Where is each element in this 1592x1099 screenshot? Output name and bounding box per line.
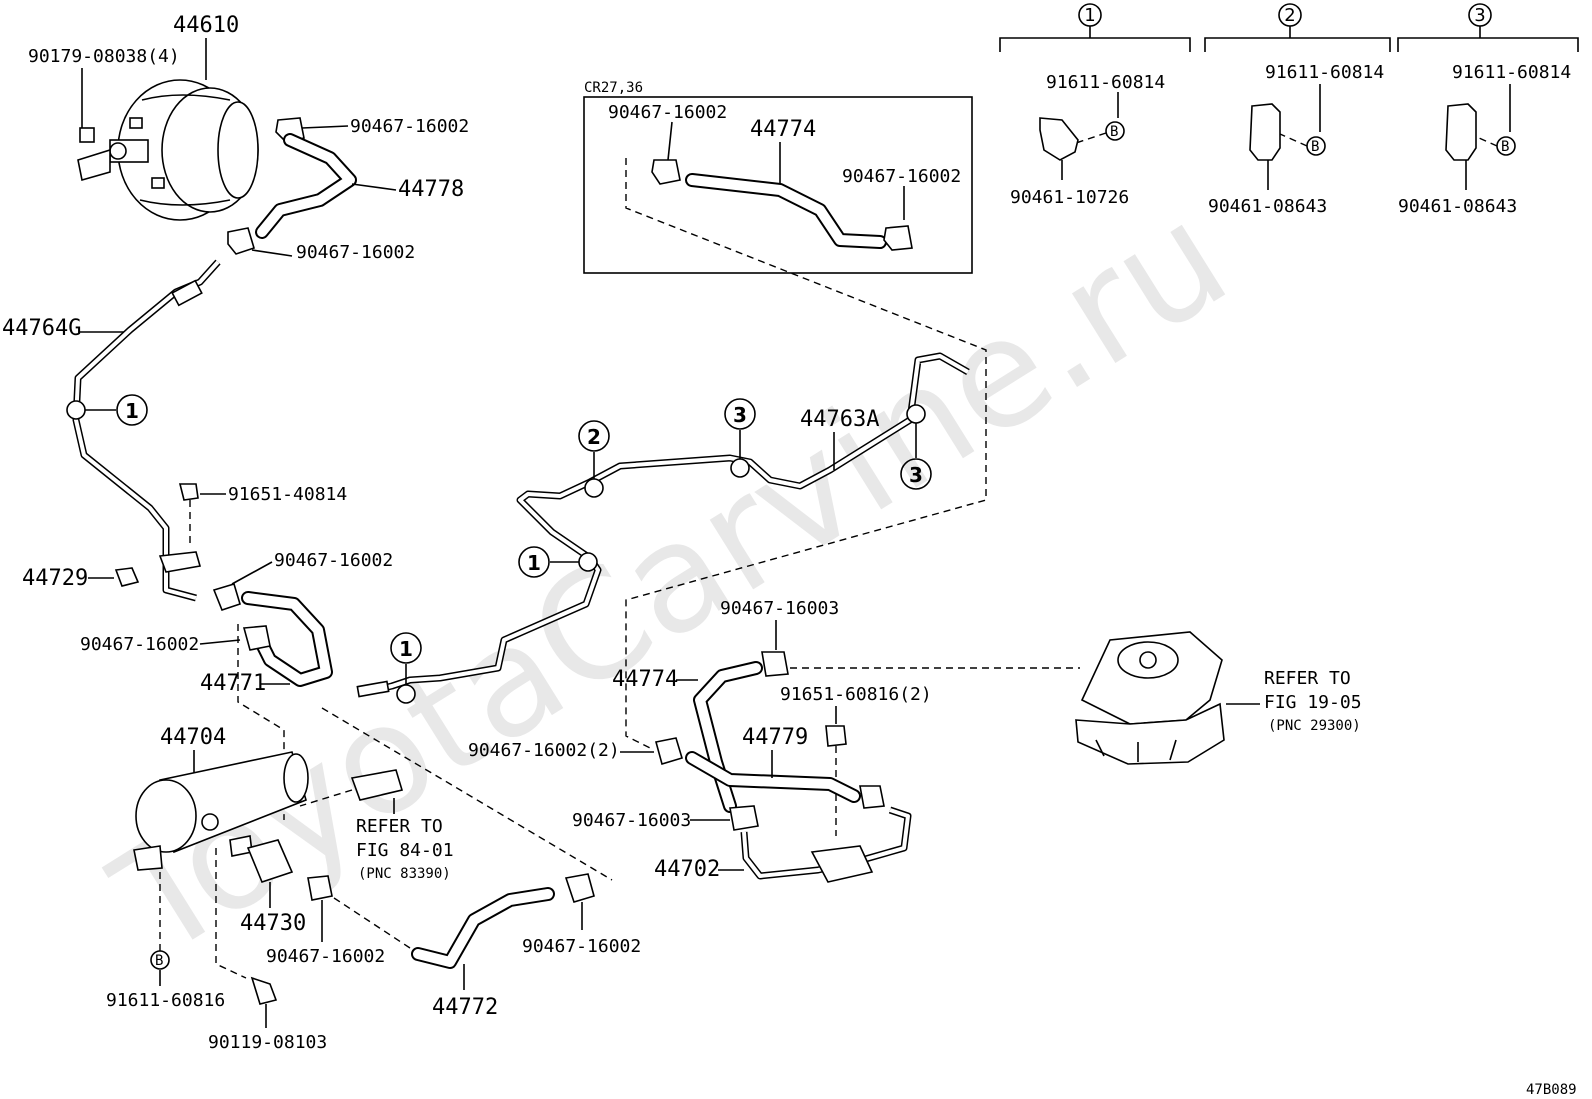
svg-text:3: 3 (909, 463, 923, 487)
clip-pair-label: 90467-16002(2) (468, 740, 620, 761)
svg-text:B: B (1311, 139, 1319, 155)
group-1-marker: 1 (1084, 5, 1095, 26)
group-1-clamp-icon (1039, 117, 1079, 161)
clip-booster-label: 90467-16002 (350, 116, 469, 137)
clip-hose-lower-label: 90467-16002 (80, 634, 199, 655)
vacuum-tank: 44704 (133, 725, 309, 871)
svg-text:1: 1 (125, 399, 139, 423)
group-3-clamp-label: 90461-08643 (1398, 196, 1517, 217)
screw-tank-icon (250, 976, 278, 1005)
bolt-pump-bracket-icon (825, 725, 847, 747)
hose-pump-label: 44774 (612, 667, 678, 692)
clip-hose-upper-label: 90467-16002 (274, 550, 393, 571)
tube-left-bracket (158, 551, 202, 573)
bolt-tank-icon (150, 950, 170, 970)
tube-pump-label: 44702 (654, 857, 720, 882)
group-2-bolt-label: 91611-60814 (1265, 62, 1384, 83)
inset-clip-right-label: 90467-16002 (842, 166, 961, 187)
clip-pair-icon (655, 737, 683, 766)
clip-booster-lower-label: 90467-16002 (296, 242, 415, 263)
svg-text:3: 3 (733, 403, 747, 427)
check-valve-icon (350, 769, 404, 801)
marker-center-1a (390, 632, 422, 664)
svg-text:1: 1 (399, 637, 413, 661)
clip-pump-icon (761, 651, 789, 677)
group-1-clamp-label: 90461-10726 (1010, 187, 1129, 208)
inset-clip-left-icon (651, 159, 681, 185)
group-3-clamp-icon (1445, 103, 1477, 161)
tank-label: 44704 (160, 725, 226, 750)
clip-bottom-label: 90467-16002 (522, 936, 641, 957)
inset-hose-label: 44774 (750, 117, 816, 142)
clip-vsv-label: 90467-16002 (266, 946, 385, 967)
hose-pump-lower-label: 44779 (742, 725, 808, 750)
marker-center-2 (578, 420, 610, 452)
refer2-line1: REFER TO (1264, 668, 1351, 689)
clip-hose-lower-icon (242, 625, 271, 651)
refer2-line3: (PNC 29300) (1268, 718, 1361, 734)
booster-label: 44610 (173, 13, 239, 38)
group-3: 3 91611-60814 B 90461-08643 (1397, 3, 1579, 217)
refer1-line2: FIG 84-01 (356, 840, 454, 861)
clip-bottom-icon (564, 873, 595, 903)
svg-text:1: 1 (527, 551, 541, 575)
grommet-label: 44729 (22, 566, 88, 591)
svg-text:2: 2 (587, 425, 601, 449)
clip-pump-label: 90467-16003 (720, 598, 839, 619)
group-2-marker: 2 (1284, 5, 1295, 26)
inset-clip-left-label: 90467-16002 (608, 102, 727, 123)
marker-center-1b (518, 546, 550, 578)
svg-text:B: B (155, 953, 163, 969)
refer1-line3: (PNC 83390) (358, 866, 451, 882)
tube-left-damper (171, 279, 203, 307)
inset-variant-label: CR27,36 (584, 80, 643, 96)
figure-code: 47B089 (1526, 1082, 1577, 1098)
bolt-pump-bracket-label: 91651-60816(2) (780, 684, 932, 705)
clip-vsv-icon (307, 875, 333, 901)
brake-booster: 44610 (77, 13, 259, 221)
tube-main-label: 44763A (800, 407, 879, 432)
vacuum-pump (1075, 631, 1225, 765)
vsv-icon (246, 839, 294, 883)
clip-pump-lower-label: 90467-16003 (572, 810, 691, 831)
hose-booster-label: 44778 (398, 177, 464, 202)
group-3-bolt-label: 91611-60814 (1452, 62, 1571, 83)
grommet-icon (114, 567, 140, 587)
tube-pump-bracket (810, 845, 874, 883)
group-1-bolt-label: 91611-60814 (1046, 72, 1165, 93)
vsv-label: 44730 (240, 911, 306, 936)
group-2-clamp-icon (1249, 103, 1281, 161)
inset-cr27-36: CR27,36 90467-16002 44774 90467-16002 (583, 80, 973, 274)
group-2-clamp-label: 90461-08643 (1208, 196, 1327, 217)
screw-tank-label: 90119-08103 (208, 1032, 327, 1053)
marker-center-3b (900, 458, 932, 490)
hose-bottom-label: 44772 (432, 995, 498, 1020)
marker-center-3a (724, 398, 756, 430)
svg-text:B: B (1110, 124, 1118, 140)
group-3-marker: 3 (1474, 5, 1485, 26)
hose-left-label: 44771 (200, 671, 266, 696)
group-1-bolt-icon (1105, 121, 1125, 141)
bolt-tank-label: 91611-60816 (106, 990, 225, 1011)
booster-bolt-label: 90179-08038(4) (28, 46, 180, 67)
marker-left-1 (116, 394, 148, 426)
tube-main-end-left (356, 680, 390, 698)
bolt-bracket-label: 91651-40814 (228, 484, 347, 505)
refer2-line2: FIG 19-05 (1264, 692, 1362, 713)
inset-clip-right-icon (883, 225, 913, 251)
clip-pump-lower-icon (729, 805, 759, 831)
clip-hose-upper-icon (212, 583, 241, 611)
group-1: 1 91611-60814 B 90461-10726 (999, 3, 1191, 208)
refer1-line1: REFER TO (356, 816, 443, 837)
svg-text:B: B (1501, 139, 1509, 155)
group-2: 2 91611-60814 B 90461-08643 (1204, 3, 1391, 217)
tube-left-joint (66, 400, 86, 420)
bolt-bracket-icon (178, 483, 199, 501)
clip-booster-lower-icon (227, 227, 255, 255)
tube-left-label: 44764G (2, 316, 81, 341)
